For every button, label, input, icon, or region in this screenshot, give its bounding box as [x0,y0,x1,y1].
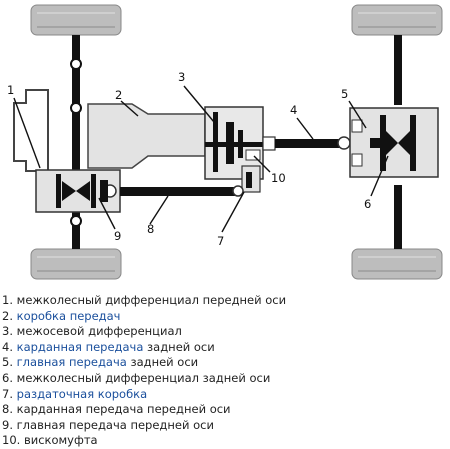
viscous-coupling [245,149,261,161]
legend-text: межколесный дифференциал передней оси [16,293,287,307]
legend-list: 1. межколесный дифференциал передней оси… [2,293,448,449]
legend-item: 10. вискомуфта [2,433,448,449]
legend-number: 9. [2,417,13,432]
rear-axle [394,35,402,249]
callout-8: 8 [147,222,154,236]
legend-text: межосевой дифференциал [16,324,182,339]
legend-item: 6. межколесный дифференциал задней оси [2,371,448,387]
front-propeller-shaft [120,185,244,197]
rear-differential [349,107,439,178]
legend-link[interactable]: главная передача [16,355,127,370]
legend-number: 5. [2,355,13,370]
legend-link[interactable]: карданная передача [16,339,144,354]
transfer-box [241,165,261,193]
legend-text: карданная передача передней оси [16,402,231,417]
legend-link[interactable]: раздаточная коробка [16,386,148,401]
gearbox [87,103,206,169]
legend-number: 7. [2,386,13,401]
legend-text: вискомуфта [23,433,98,448]
callout-1: 1 [7,83,14,97]
legend-number: 3. [2,324,13,339]
legend-item: 3. межосевой дифференциал [2,324,448,340]
rear-propeller-shaft [262,136,351,151]
legend-text: главная передача передней оси [16,417,214,432]
legend-item: 7. раздаточная коробка [2,387,448,403]
callout-4: 4 [290,103,297,117]
callout-5: 5 [341,87,348,101]
legend-number: 10. [2,433,21,448]
callout-7: 7 [217,234,224,248]
front-axle [70,35,82,249]
legend-text: задней оси [126,355,199,370]
legend-item: 1. межколесный дифференциал передней оси [2,293,448,309]
legend-number: 8. [2,402,13,417]
legend-text: задней оси [143,339,215,354]
legend-number: 2. [2,308,13,323]
legend-item: 4. карданная передача задней оси [2,340,448,356]
callout-3: 3 [178,70,185,84]
leader-lines [13,85,389,233]
drivetrain-diagram: 1 2 3 4 5 6 7 8 9 10 [7,4,443,280]
legend-number: 6. [2,370,13,385]
rear-right-wheel [351,248,443,280]
legend-link[interactable]: коробка передач [16,308,121,323]
engine-outline [13,89,49,172]
legend-item: 2. коробка передач [2,309,448,325]
front-differential [35,169,121,213]
legend-number: 1. [2,293,13,307]
front-right-wheel [30,248,122,280]
callout-2: 2 [115,88,122,102]
legend-item: 8. карданная передача передней оси [2,402,448,418]
legend-item: 9. главная передача передней оси [2,418,448,434]
legend-number: 4. [2,339,13,354]
legend-item: 5. главная передача задней оси [2,355,448,371]
callout-9: 9 [114,229,121,243]
rear-left-wheel [351,4,443,36]
callout-10: 10 [271,171,286,185]
legend-text: межколесный дифференциал задней оси [16,370,271,385]
callout-6: 6 [364,197,371,211]
front-left-wheel [30,4,122,36]
